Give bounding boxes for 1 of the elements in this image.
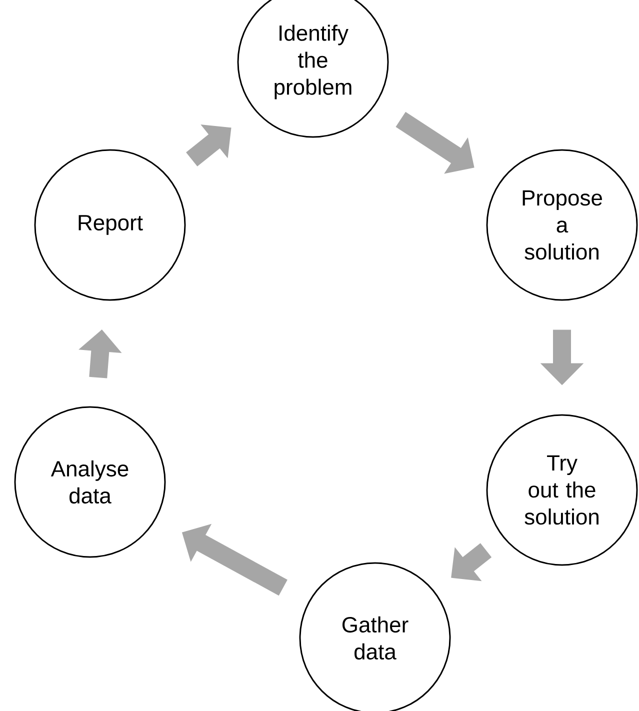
block-arrow	[451, 543, 492, 582]
